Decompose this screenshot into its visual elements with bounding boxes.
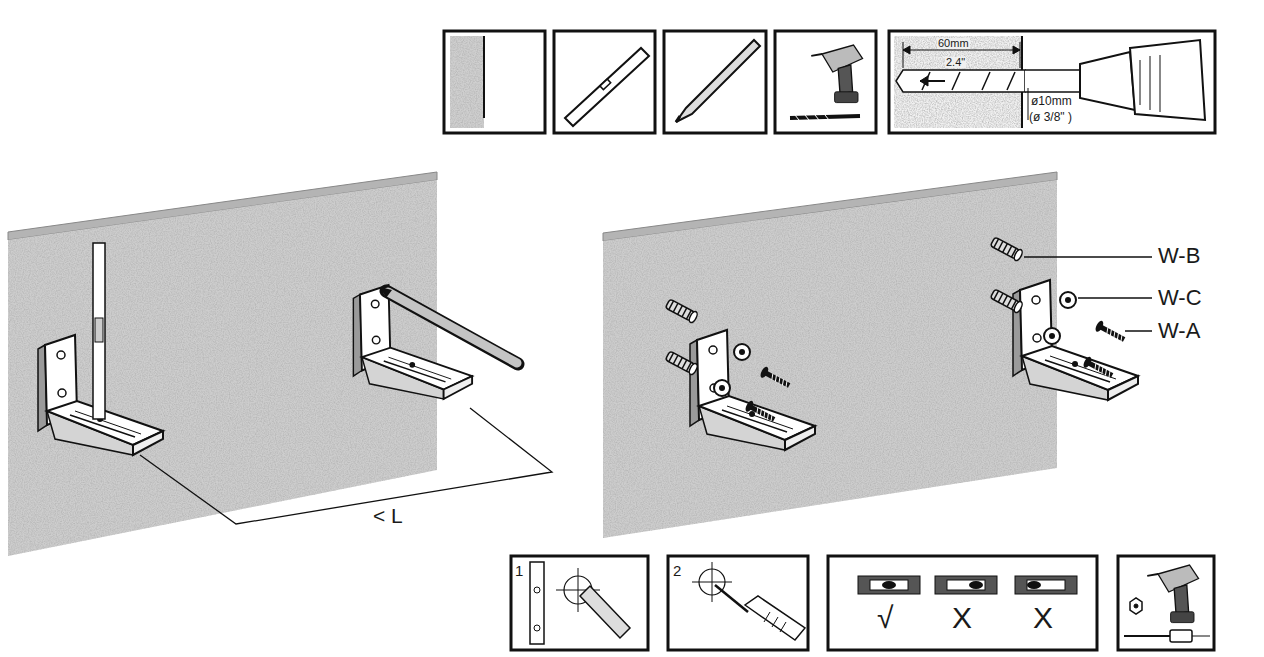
part-label: W-A [1158,320,1200,342]
step-number: 1 [515,563,523,578]
tool-icons [444,31,1215,133]
step-number: 2 [673,563,681,578]
dimension-label: ø10mm [1031,95,1072,107]
check-mark: √ [877,603,893,633]
part-label: W-B [1158,245,1200,267]
wall-right [603,172,1057,538]
cross-mark: X [952,603,972,633]
part-label: W-C [1158,287,1202,309]
dimension-label: 2.4" [945,57,966,68]
dimension-label: 60mm [937,38,970,49]
dimension-label: < L [373,505,403,526]
cross-mark: X [1033,603,1053,633]
bracket-mounting [665,236,1152,450]
step-panels [511,556,1214,650]
dimension-label: (ø 3/8" ) [1029,111,1072,123]
bracket-layout [38,243,552,524]
